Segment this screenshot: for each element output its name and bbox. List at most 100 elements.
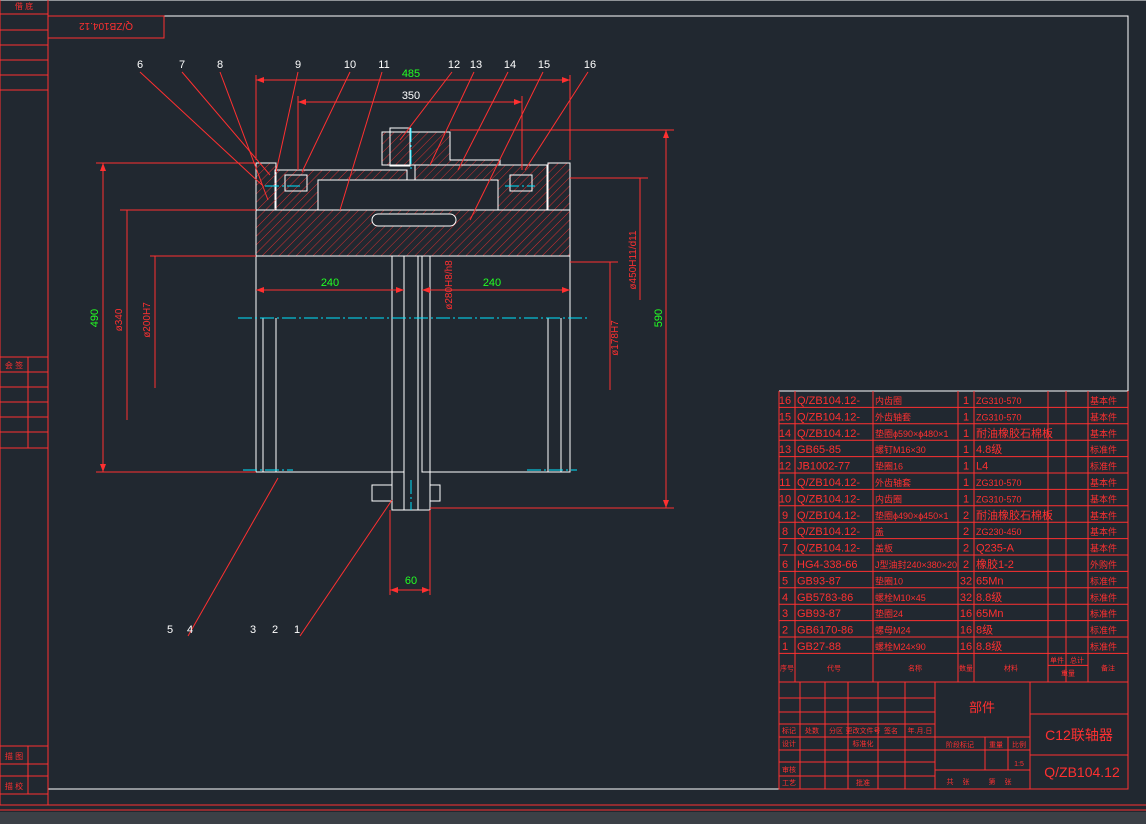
title-sheet-1: 共 xyxy=(947,777,954,786)
title-weight-label: 重量 xyxy=(989,741,1003,749)
bom-row-no: 16 xyxy=(779,395,791,407)
title-role-process: 工艺 xyxy=(782,779,796,787)
bom-row-name: 垫圈10 xyxy=(875,575,903,586)
bom-row-qty: 2 xyxy=(963,526,969,538)
dim-240-left: 240 xyxy=(321,277,339,289)
dim-590: 590 xyxy=(653,309,665,327)
bom-row-no: 14 xyxy=(779,428,791,440)
bom-row-note: 基本件 xyxy=(1090,526,1117,537)
bom-header-weight: 重量 xyxy=(1061,669,1075,677)
left-strip-check-label: 描 校 xyxy=(5,781,23,791)
title-rev-5: 签名 xyxy=(884,726,898,735)
bom-row-code: HG4-338-66 xyxy=(797,559,858,571)
part-label-15: 15 xyxy=(538,59,550,71)
bom-row-material: ZG310-570 xyxy=(976,494,1022,504)
title-stamp: Q/ZB104.12 xyxy=(79,20,133,31)
title-stage-label: 阶段标记 xyxy=(946,740,974,749)
dim-dia-450: ø450H11/d11 xyxy=(628,230,639,290)
title-stamp-box xyxy=(47,15,165,39)
left-strip-top-label: 借 底 xyxy=(15,1,33,11)
bom-row-qty: 1 xyxy=(963,477,969,489)
bom-row-no: 13 xyxy=(779,444,791,456)
dim-240-right: 240 xyxy=(483,277,501,289)
bom-row-material: L4 xyxy=(976,461,988,473)
bom-row-name: 内齿圈 xyxy=(875,395,902,406)
bom-row-note: 标准件 xyxy=(1090,641,1117,652)
dim-60: 60 xyxy=(405,575,417,587)
bom-row-qty: 1 xyxy=(963,461,969,473)
bom-row-code: GB5783-86 xyxy=(797,592,853,604)
bom-row-note: 标准件 xyxy=(1090,444,1117,455)
bom-row-code: GB93-87 xyxy=(797,608,841,620)
bom-row-note: 基本件 xyxy=(1090,543,1117,554)
bom-row-qty: 1 xyxy=(963,444,969,456)
bom-row-code: Q/ZB104.12- xyxy=(797,428,860,440)
dim-dia-340: ø340 xyxy=(114,308,125,331)
title-role-design: 设计 xyxy=(782,739,796,748)
title-role-review: 审核 xyxy=(782,765,796,774)
title-rev-2: 处数 xyxy=(805,726,819,735)
dim-490: 490 xyxy=(89,309,101,327)
part-label-2: 2 xyxy=(272,624,278,636)
bom-row-name: 外齿轴套 xyxy=(875,477,911,488)
bom-row-no: 15 xyxy=(779,411,791,423)
bom-row-qty: 32 xyxy=(960,575,972,587)
dim-dia-280: ø280H8/h8 xyxy=(444,260,455,310)
status-bar xyxy=(0,812,1146,824)
bom-row-note: 基本件 xyxy=(1090,428,1117,439)
title-scale-label: 比例 xyxy=(1012,740,1026,749)
leader-lines xyxy=(139,71,589,637)
part-label-11: 11 xyxy=(378,59,389,71)
dim-485: 485 xyxy=(402,68,420,80)
bom-row-code: GB6170-86 xyxy=(797,625,853,637)
bom-row-name: 螺母M24 xyxy=(875,626,911,636)
bom-row-no: 4 xyxy=(782,592,788,604)
bom-row-name: 螺栓M10×45 xyxy=(875,592,926,603)
title-rev-6: 年.月.日 xyxy=(908,726,933,735)
bom-row-note: 标准件 xyxy=(1090,625,1117,636)
bom-row-note: 标准件 xyxy=(1090,461,1117,472)
part-label-12: 12 xyxy=(448,59,460,71)
dim-dia-178: ø178H7 xyxy=(610,320,621,356)
bom-row-note: 基本件 xyxy=(1090,477,1117,488)
bom-header-unit: 单件 xyxy=(1050,655,1064,664)
dim-350: 350 xyxy=(402,90,420,102)
bom-row-code: JB1002-77 xyxy=(797,461,850,473)
bom-row-qty: 1 xyxy=(963,428,969,440)
bom-row-material: ZG310-570 xyxy=(976,412,1022,422)
part-label-16: 16 xyxy=(584,59,596,71)
bom-row-code: Q/ZB104.12- xyxy=(797,493,860,505)
bom-row-qty: 32 xyxy=(960,592,972,604)
bom-row-no: 5 xyxy=(782,575,788,587)
bom-row-code: Q/ZB104.12- xyxy=(797,510,860,522)
bom-row-material: 耐油橡胶石棉板 xyxy=(976,508,1053,522)
bom-row-qty: 2 xyxy=(963,559,969,571)
bom-header-code: 代号 xyxy=(827,663,841,672)
bom-row-material: 65Mn xyxy=(976,575,1004,587)
bom-header-no: 序号 xyxy=(780,663,794,672)
bom-row-no: 11 xyxy=(779,477,790,489)
bom-row-name: 垫圈16 xyxy=(875,461,903,472)
bom-header-material: 材料 xyxy=(1004,663,1018,672)
bom-row-name: 盖 xyxy=(875,526,884,537)
part-label-8: 8 xyxy=(217,59,223,71)
bom-row-no: 12 xyxy=(779,461,791,473)
bom-row-material: 8.8级 xyxy=(976,640,1002,653)
bom-header-total: 总计 xyxy=(1070,655,1084,664)
part-label-10: 10 xyxy=(344,59,356,71)
bom-row-qty: 1 xyxy=(963,493,969,505)
title-drawing-name: C12联轴器 xyxy=(1045,727,1113,743)
part-label-1: 1 xyxy=(294,624,300,636)
part-label-3: 3 xyxy=(250,624,256,636)
bom-header-qty: 数量 xyxy=(959,663,973,672)
bom-row-name: 螺钉M16×30 xyxy=(875,445,926,455)
part-label-5: 5 xyxy=(167,624,173,636)
part-label-9: 9 xyxy=(295,59,301,71)
bom-row-name: 垫圈ɸ590×ɸ480×1 xyxy=(875,428,948,439)
bom-row-note: 标准件 xyxy=(1090,592,1117,603)
title-rev-1: 标记 xyxy=(782,726,796,735)
title-rev-3: 分区 xyxy=(829,726,843,735)
bom-row-name: 外齿轴套 xyxy=(875,411,911,422)
bom-row-material: 4.8级 xyxy=(976,443,1002,456)
